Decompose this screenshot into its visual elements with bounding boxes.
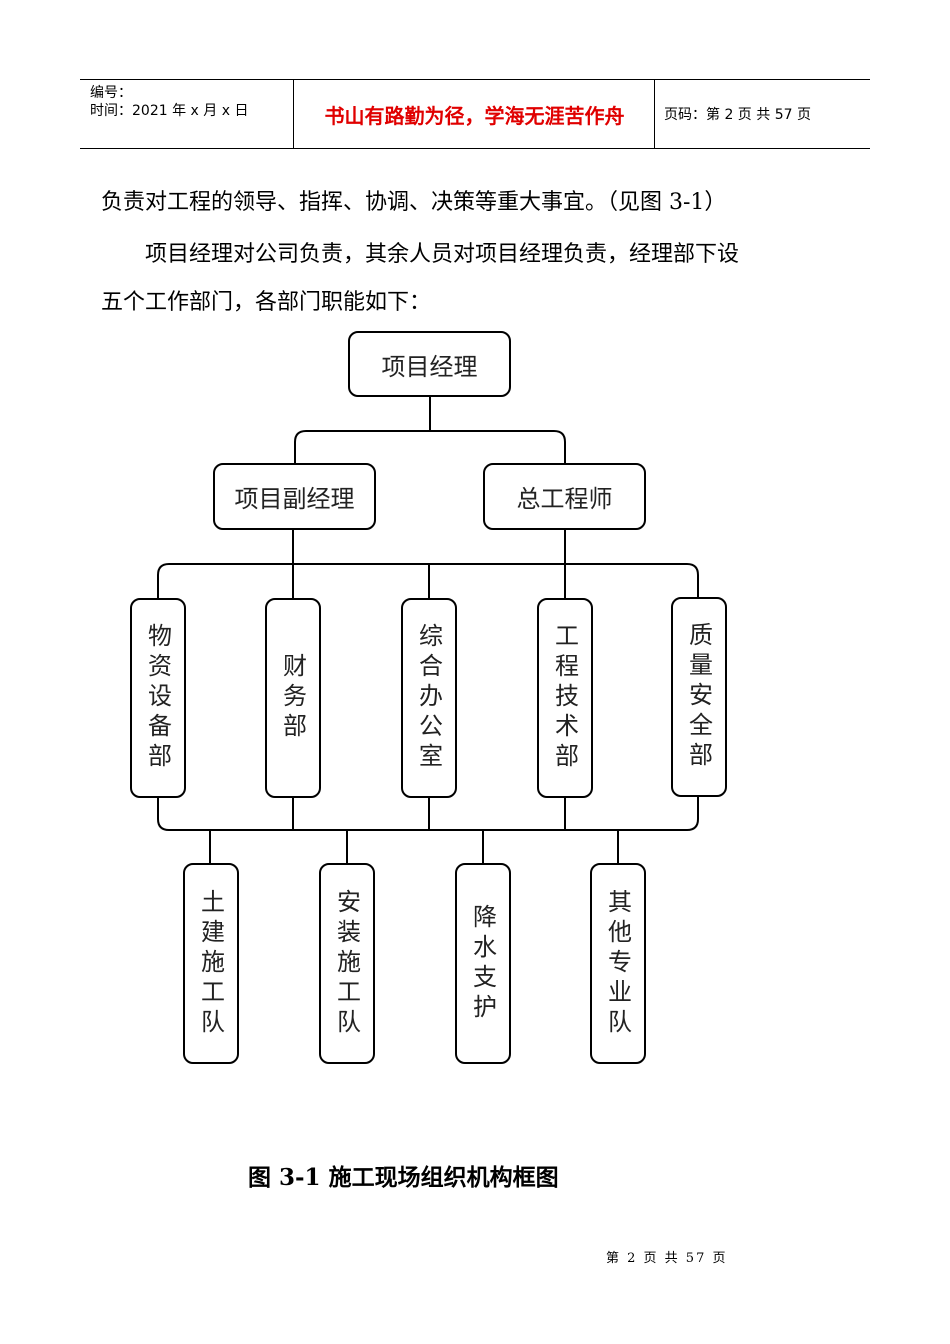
document-number-label: 编号： (90, 85, 132, 101)
org-box-department: 工程技术部 (537, 598, 593, 798)
org-box-department: 综合办公室 (401, 598, 457, 798)
document-header: 编号： 时间：2021 年 x 月 x 日 书山有路勤为径，学海无涯苦作舟 页码… (80, 79, 870, 149)
org-box-department: 财务部 (265, 598, 321, 798)
body-line-2: 项目经理对公司负责，其余人员对项目经理负责，经理部下设 (145, 242, 740, 267)
org-box-deputy-manager: 项目副经理 (213, 463, 376, 530)
org-box-team: 安装施工队 (319, 863, 375, 1064)
connector-line (294, 430, 566, 463)
org-box-root: 项目经理 (348, 331, 511, 397)
org-box-team: 其他专业队 (590, 863, 646, 1064)
header-page-info: 页码：第 2 页 共 57 页 (664, 107, 811, 123)
body-line-1: 负责对工程的领导、指挥、协调、决策等重大事宜。（见图 3-1） (101, 190, 727, 215)
page-footer: 第 2 页 共 57 页 (606, 1251, 728, 1266)
document-time-label: 时间：2021 年 x 月 x 日 (90, 103, 249, 119)
org-box-department: 质量安全部 (671, 597, 727, 797)
org-box-chief-engineer: 总工程师 (483, 463, 646, 530)
header-meta: 编号： 时间：2021 年 x 月 x 日 (90, 84, 295, 120)
org-box-team: 土建施工队 (183, 863, 239, 1064)
org-box-team: 降水支护 (455, 863, 511, 1064)
header-motto: 书山有路勤为径，学海无涯苦作舟 (324, 103, 625, 128)
header-divider (293, 80, 294, 148)
header-divider (654, 80, 655, 148)
figure-caption: 图 3-1 施工现场组织机构框图 (248, 1164, 559, 1191)
body-line-3: 五个工作部门，各部门职能如下： (101, 290, 432, 315)
org-box-department: 物资设备部 (130, 598, 186, 798)
